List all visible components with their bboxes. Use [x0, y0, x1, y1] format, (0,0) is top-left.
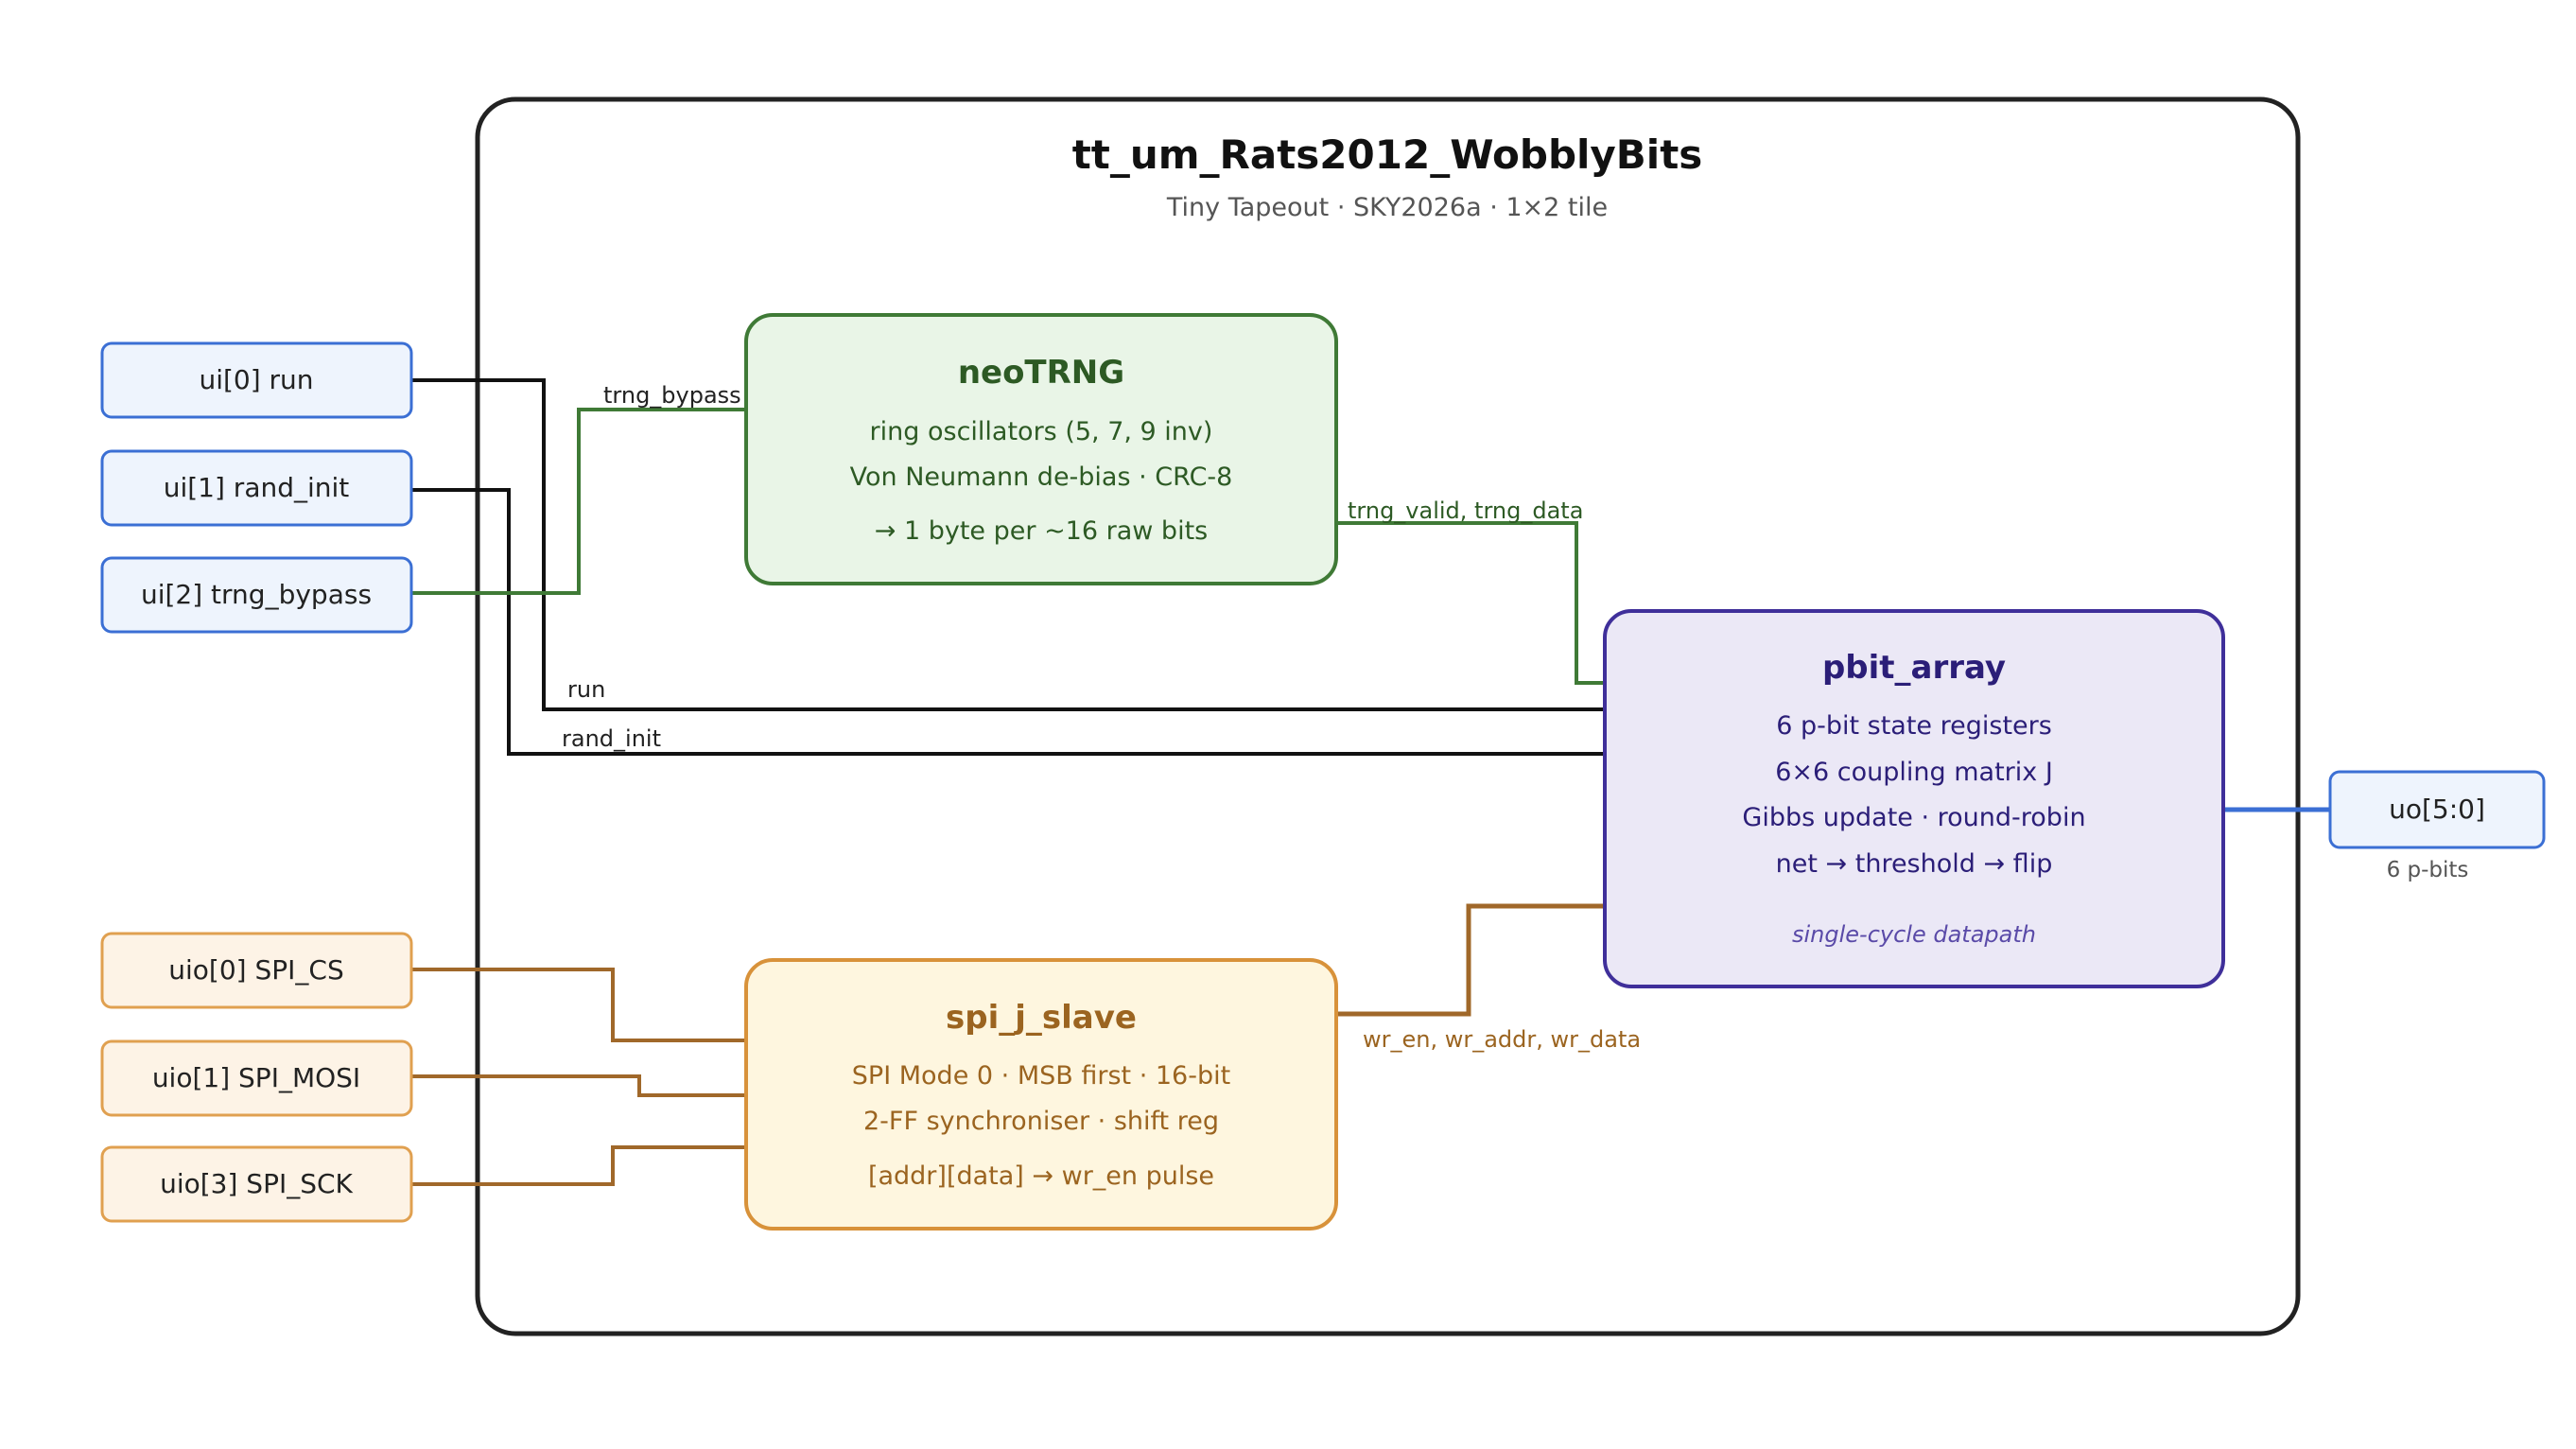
chip-title: tt_um_Rats2012_WobblyBits	[1072, 131, 1703, 178]
wire-spi-sck	[411, 1145, 746, 1186]
pin-ui2-trng-bypass: ui[2] trng_bypass	[100, 556, 413, 634]
block-line: Von Neumann de-bias · CRC-8	[850, 463, 1233, 492]
block-pbit-array: pbit_array 6 p-bit state registers 6×6 c…	[1603, 609, 2225, 988]
wire-rand-init	[411, 488, 1605, 756]
block-title: neoTRNG	[958, 354, 1124, 392]
pin-label: ui[0] run	[199, 364, 313, 395]
label-trng-bypass: trng_bypass	[603, 382, 741, 409]
block-neotrng: neoTRNG ring oscillators (5, 7, 9 inv) V…	[744, 313, 1338, 585]
pin-label: uio[0] SPI_CS	[168, 954, 343, 986]
wire-spi-cs	[411, 968, 746, 1042]
block-title: spi_j_slave	[946, 999, 1137, 1037]
label-run: run	[567, 676, 605, 703]
pin-ui0-run: ui[0] run	[100, 341, 413, 419]
block-line: 2-FF synchroniser · shift reg	[863, 1107, 1219, 1136]
label-spi-out: wr_en, wr_addr, wr_data	[1363, 1026, 1641, 1053]
block-title: pbit_array	[1822, 649, 2006, 687]
pin-label: uo[5:0]	[2389, 794, 2485, 825]
wire-run	[411, 378, 1605, 711]
block-line: Gibbs update · round-robin	[1742, 803, 2085, 832]
pin-uio1-spi-mosi: uio[1] SPI_MOSI	[100, 1039, 413, 1117]
block-line: SPI Mode 0 · MSB first · 16-bit	[852, 1061, 1230, 1091]
output-caption: 6 p-bits	[2387, 858, 2469, 882]
wire-spi-out	[1336, 903, 1605, 1017]
label-trng-out: trng_valid, trng_data	[1348, 498, 1583, 524]
label-rand-init: rand_init	[562, 725, 661, 752]
pin-label: ui[2] trng_bypass	[141, 579, 372, 610]
wire-trng-out	[1336, 521, 1605, 685]
block-line: net → threshold → flip	[1776, 849, 2053, 879]
pin-uio3-spi-sck: uio[3] SPI_SCK	[100, 1145, 413, 1223]
pin-ui1-rand-init: ui[1] rand_init	[100, 449, 413, 527]
wire-spi-mosi	[411, 1074, 746, 1097]
block-line: ring oscillators (5, 7, 9 inv)	[870, 417, 1213, 446]
pin-label: uio[1] SPI_MOSI	[152, 1062, 360, 1093]
pin-uo-output: uo[5:0]	[2328, 770, 2546, 849]
pin-label: uio[3] SPI_SCK	[160, 1168, 353, 1199]
block-line: 6 p-bit state registers	[1776, 711, 2052, 741]
pin-label: ui[1] rand_init	[164, 472, 350, 503]
block-spi-j-slave: spi_j_slave SPI Mode 0 · MSB first · 16-…	[744, 958, 1338, 1231]
pin-uio0-spi-cs: uio[0] SPI_CS	[100, 932, 413, 1009]
block-line: [addr][data] → wr_en pulse	[868, 1161, 1214, 1191]
block-line: 6×6 coupling matrix J	[1775, 758, 2053, 787]
block-line: → 1 byte per ~16 raw bits	[875, 516, 1208, 546]
block-note: single-cycle datapath	[1792, 921, 2036, 948]
wire-trng-bypass	[411, 408, 746, 595]
chip-subtitle: Tiny Tapeout · SKY2026a · 1×2 tile	[1166, 193, 1608, 222]
